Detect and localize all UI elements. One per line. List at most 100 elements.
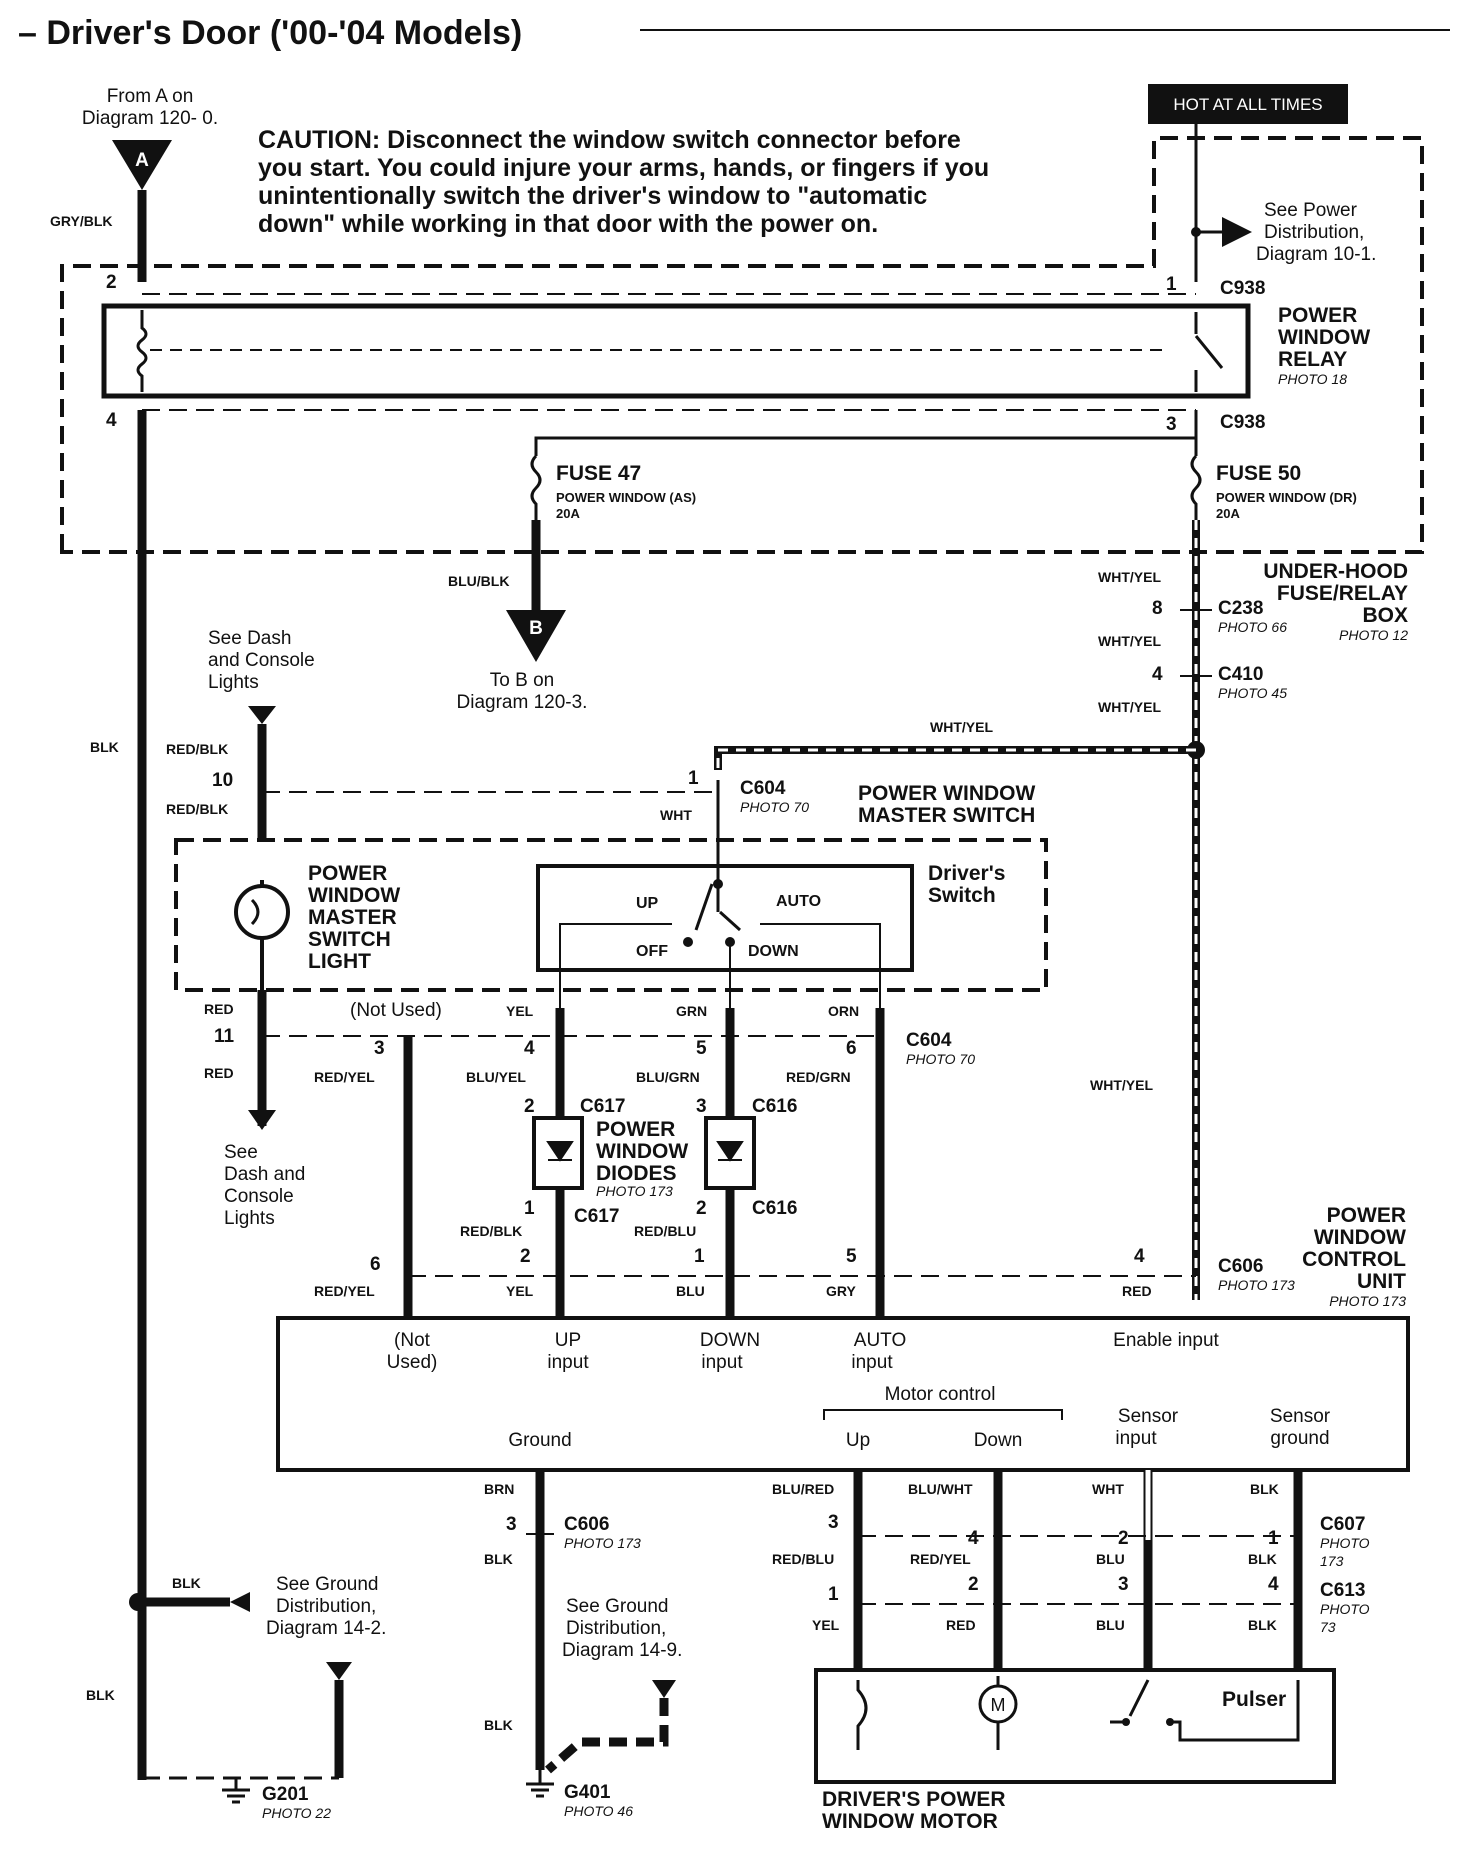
c607-pin-3: 3 [828,1512,839,1533]
blk-label-6: BLK [1250,1481,1279,1497]
relay-pin-3: 3 [1166,414,1177,435]
not-used-label: (Not Used) [350,1000,442,1021]
c606-top-pin-2: 2 [520,1246,531,1267]
connector-a-triangle [112,140,172,190]
c616-bottom-pin: 2 [696,1198,707,1219]
dash-lights-top-line3: Lights [208,672,259,693]
switch-blade [694,883,714,931]
blu-label-2: BLU [1096,1551,1125,1567]
pulser-label: Pulser [1222,1688,1286,1711]
cu-enable-input: Enable input [1113,1330,1219,1351]
switch-pivot [713,879,723,889]
yel-label-2: YEL [506,1283,534,1299]
drivers-power-window-motor [814,1668,1336,1784]
motor-m-label: M [991,1695,1006,1715]
red-yel-label-1: RED/YEL [314,1069,375,1085]
g401-ground-symbol [526,1770,554,1798]
orn-label: ORN [828,1003,859,1019]
c238-photo: PHOTO 66 [1218,619,1287,635]
yel-label-3: YEL [812,1617,840,1633]
cu-mc-up: Up [846,1430,870,1451]
c607-pin-4: 4 [968,1528,979,1549]
fuse50-amps: 20A [1216,506,1240,521]
diodes-name-line2: WINDOW [596,1140,688,1163]
c410-name: C410 [1218,664,1263,685]
c606-top-pin-5: 5 [846,1246,857,1267]
c607-photo-line2: 173 [1320,1553,1344,1569]
c606-bottom-pin: 3 [506,1514,517,1535]
relay-name-line3: RELAY [1278,348,1347,371]
caution-line2: you start. You could injure your arms, h… [258,154,989,182]
ground-14-2-arrow-down [326,1662,352,1680]
blk-label-2: BLK [172,1575,201,1591]
ground-14-9-arrow-down [652,1680,676,1698]
connector-a-letter: A [135,150,149,171]
cu-down-input-line1: DOWN [700,1330,760,1351]
pin-10: 10 [212,770,233,791]
c604-top-pin: 1 [688,768,699,789]
c617-top-name: C617 [580,1096,625,1117]
cu-down-input-line2: input [701,1352,743,1373]
hot-at-all-times-box [1148,84,1348,124]
c607-name: C607 [1320,1514,1365,1535]
ground-14-9-line2: Distribution, [566,1618,666,1639]
master-switch-outline [174,838,1048,992]
underhood-box-name-line3: BOX [1362,604,1408,627]
see-power-line3: Diagram 10-1. [1256,244,1376,265]
relay-connector-top: C938 [1220,278,1265,299]
dash-lights-top-line2: and Console [208,650,315,671]
light-name-line2: WINDOW [308,884,400,907]
switch-up-trace [559,923,672,1008]
dash-lights-bottom-arrow [248,1110,276,1130]
light-name-line5: LIGHT [308,950,371,973]
blu-yel-label: BLU/YEL [466,1069,526,1085]
c238-pin: 8 [1152,598,1163,619]
ground-14-9-line1: See Ground [566,1596,668,1617]
blk-label-5: BLK [484,1717,513,1733]
dash-lights-bottom-line2: Dash and [224,1164,305,1185]
c606-bottom-name: C606 [564,1514,609,1535]
wire-wht-label: WHT [660,807,692,823]
motor-breaker [856,1680,868,1740]
red-blu-label-1: RED/BLU [634,1223,696,1239]
cu-up-input-line2: input [547,1352,589,1373]
wire-blu-blk-label: BLU/BLK [448,573,509,589]
g201-ground-symbol [222,1778,250,1804]
red-blk-label-2: RED/BLK [166,801,228,817]
c617-bottom-pin: 1 [524,1198,535,1219]
fuse50-name: FUSE 50 [1216,462,1301,485]
c613-pin-2: 2 [968,1574,979,1595]
g401-photo: PHOTO 46 [564,1803,633,1819]
dash-lights-bottom-line3: Console [224,1186,294,1207]
blu-red-label: BLU/RED [772,1481,834,1497]
underhood-box-photo: PHOTO 12 [1339,627,1408,643]
c604-top-photo: PHOTO 70 [740,799,809,815]
relay-photo: PHOTO 18 [1278,371,1347,387]
red-yel-label-2: RED/YEL [314,1283,375,1299]
c606-top-pin-1: 1 [694,1246,705,1267]
c238-name: C238 [1218,598,1263,619]
motor-internal-links [856,1740,1000,1750]
ground-14-2-line3: Diagram 14-2. [266,1618,386,1639]
wire-wht-yel-branch-stripe [716,748,1196,770]
c604-pin-6: 6 [846,1038,857,1059]
c604-pin-4: 4 [524,1038,535,1059]
wht-yel-branch-label: WHT/YEL [930,719,993,735]
c604-bottom-photo: PHOTO 70 [906,1051,975,1067]
relay-pin-1: 1 [1166,274,1177,295]
motor-name-line1: DRIVER'S POWER [822,1788,1006,1811]
cu-not-used-line1: (Not [394,1330,431,1351]
c607-pin-2: 2 [1118,1528,1129,1549]
blu-grn-label: BLU/GRN [636,1069,700,1085]
master-switch-light-bulb [234,884,290,940]
relay-pin-2: 2 [106,272,117,293]
cu-auto-input-line2: input [851,1352,893,1373]
control-unit-name-line3: CONTROL [1302,1248,1406,1271]
cu-sensor-input-line2: input [1115,1428,1157,1449]
switch-auto-trace [760,923,881,1008]
power-window-relay [101,303,1251,399]
red-label-1: RED [204,1001,234,1017]
c606-top-photo: PHOTO 173 [1218,1277,1295,1293]
